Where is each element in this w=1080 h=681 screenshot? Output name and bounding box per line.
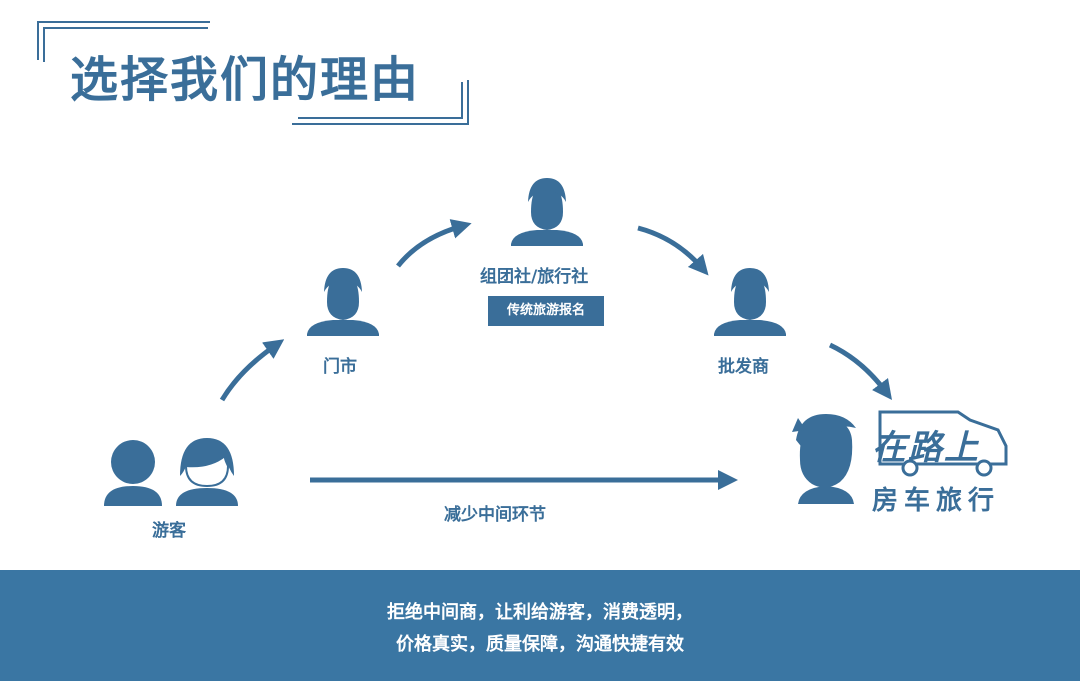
node-agency-label: 组团社/旅行社 — [480, 267, 589, 287]
footer-line-1: 拒绝中间商，让利给游客，消费透明， — [387, 602, 693, 623]
arrow-tourist-to-storefront — [219, 339, 285, 402]
agency-person-icon — [511, 178, 583, 246]
arrow-storefront-to-agency — [396, 219, 472, 268]
node-tourist-label: 游客 — [152, 521, 186, 541]
shortcut-label: 减少中间环节 — [444, 505, 546, 525]
storefront-person-icon — [307, 268, 379, 336]
page-title: 选择我们的理由 — [70, 52, 421, 108]
footer-line-2: 价格真实，质量保障，沟通快捷有效 — [396, 634, 684, 655]
brand-name: 在路上 — [872, 428, 980, 468]
arrow-agency-to-wholesaler — [637, 225, 709, 276]
node-wholesaler-label: 批发商 — [718, 357, 769, 377]
flow-diagram — [104, 178, 1008, 506]
footer-banner: 拒绝中间商，让利给游客，消费透明， 价格真实，质量保障，沟通快捷有效 — [0, 570, 1080, 681]
title-frame — [37, 21, 469, 125]
traveler-icon — [792, 414, 856, 504]
arrow-wholesaler-to-brand — [828, 342, 893, 400]
rv-logo-icon — [878, 410, 1008, 477]
brand-subtitle: 房车旅行 — [872, 486, 1001, 516]
wholesaler-person-icon — [714, 268, 786, 336]
agency-tag: 传统旅游报名 — [488, 296, 604, 326]
node-storefront-label: 门市 — [323, 357, 357, 377]
tourists-icon — [104, 438, 238, 506]
